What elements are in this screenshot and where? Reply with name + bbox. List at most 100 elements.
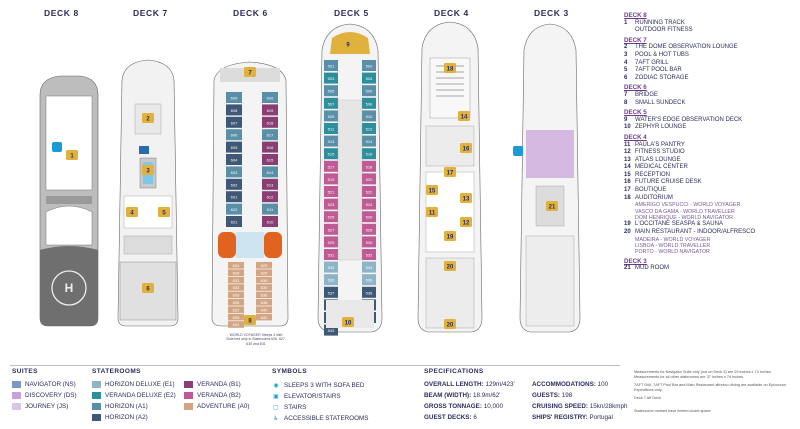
spec-value: 129m/423' bbox=[485, 381, 515, 388]
stateroom-label: 538 bbox=[366, 290, 373, 295]
stateroom-639 bbox=[228, 313, 244, 321]
swatch-label: HORIZON (A1) bbox=[105, 403, 148, 410]
key-symbol-item: ▣ELEVATOR/STAIRS bbox=[272, 392, 340, 400]
spec-item: GUESTS: 198 bbox=[532, 392, 572, 399]
swatch-label: VERANDA DELUXE (E2) bbox=[105, 392, 176, 399]
stateroom-620 bbox=[262, 92, 278, 103]
stateroom-518 bbox=[362, 160, 376, 172]
spec-item: OVERALL LENGTH: 129m/423' bbox=[424, 381, 515, 388]
area-marker-15: 15 bbox=[426, 185, 438, 195]
svg-text:6: 6 bbox=[146, 287, 150, 293]
legend-label: ZODIAC STORAGE bbox=[635, 74, 689, 81]
spec-key: BEAM (WIDTH): bbox=[424, 392, 473, 399]
swatch-label: NAVIGATOR (NS) bbox=[25, 381, 76, 388]
stateroom-514 bbox=[362, 135, 376, 147]
key-swatch-item: HORIZON (A2) bbox=[92, 414, 148, 421]
stateroom-637 bbox=[228, 306, 244, 313]
svg-text:8: 8 bbox=[248, 319, 252, 325]
stateroom-label: 601 bbox=[231, 195, 238, 200]
stateroom-520 bbox=[362, 173, 376, 185]
svg-text:17: 17 bbox=[447, 171, 454, 177]
legend-number: 2 bbox=[624, 44, 628, 51]
stateroom-531 bbox=[324, 249, 338, 260]
stateroom-610 bbox=[262, 216, 278, 227]
legend-number: 12 bbox=[624, 149, 631, 156]
color-swatch bbox=[92, 403, 101, 410]
stateroom-label: 605 bbox=[231, 145, 238, 150]
stateroom-label: 536 bbox=[366, 278, 373, 283]
color-swatch bbox=[184, 403, 193, 410]
stateroom-label: 634 bbox=[261, 285, 268, 290]
svg-text:13: 13 bbox=[463, 197, 470, 203]
stateroom-512 bbox=[362, 123, 376, 134]
key-swatch-item: ADVENTURE (A0) bbox=[184, 403, 249, 410]
svg-text:16: 16 bbox=[463, 147, 470, 153]
stateroom-641 bbox=[228, 321, 244, 328]
stateroom-label: 526 bbox=[366, 215, 373, 220]
svg-text:14: 14 bbox=[461, 115, 468, 121]
stateroom-517 bbox=[324, 160, 338, 172]
stateroom-617 bbox=[262, 129, 278, 141]
legend-label: RUNNING TRACK bbox=[635, 19, 685, 26]
stateroom-532 bbox=[362, 249, 376, 260]
stateroom-622 bbox=[226, 203, 242, 215]
stateroom-534 bbox=[362, 261, 376, 273]
stateroom-537 bbox=[324, 286, 338, 298]
color-swatch bbox=[92, 381, 101, 388]
stateroom-label: 537 bbox=[328, 290, 335, 295]
legend-label: OUTDOOR FITNESS bbox=[635, 27, 693, 34]
deck-6-title: DECK 6 bbox=[233, 8, 268, 18]
stateroom-533 bbox=[324, 261, 338, 273]
area-marker-10: 10 bbox=[342, 317, 354, 327]
legend-number: 13 bbox=[624, 156, 631, 163]
stateroom-label: 606 bbox=[231, 133, 238, 138]
stateroom-label: 610 bbox=[267, 220, 274, 225]
color-swatch bbox=[184, 381, 193, 388]
svg-text:12: 12 bbox=[463, 221, 470, 227]
svg-text:4: 4 bbox=[130, 211, 134, 217]
legend-label: AUDITORIUM bbox=[635, 194, 673, 201]
spec-key: GUEST DECKS: bbox=[424, 414, 474, 421]
stateroom-label: 509 bbox=[328, 114, 335, 119]
stateroom-516 bbox=[362, 148, 376, 160]
stateroom-label: 625 bbox=[261, 270, 268, 275]
spec-key: OVERALL LENGTH: bbox=[424, 381, 486, 388]
area-marker-21: 21 bbox=[546, 201, 558, 211]
suites-heading: SUITES bbox=[12, 368, 38, 375]
stateroom-633 bbox=[228, 291, 244, 299]
deck-8-plan: H bbox=[39, 75, 99, 327]
stateroom-642 bbox=[256, 313, 272, 321]
stateroom-label: 522 bbox=[366, 190, 373, 195]
spec-item: GUEST DECKS: 6 bbox=[424, 414, 477, 421]
spec-value: 198 bbox=[561, 392, 573, 399]
key-symbol-item: ♿ACCESSIBLE STATEROOMS bbox=[272, 414, 368, 422]
stateroom-label: 637 bbox=[233, 307, 240, 312]
stateroom-label: 633 bbox=[233, 293, 240, 298]
spec-item: ACCOMMODATIONS: 100 bbox=[532, 381, 608, 388]
deck-6-caption: WORLD VOYAGER Sleeps 3 with Sofa bed onl… bbox=[226, 333, 286, 346]
stateroom-538 bbox=[362, 286, 376, 298]
deck-3-plan bbox=[513, 23, 581, 333]
stateroom-621 bbox=[226, 216, 242, 227]
stateroom-label: 618 bbox=[267, 120, 274, 125]
stateroom-label: 514 bbox=[366, 139, 373, 144]
stateroom-label: 607 bbox=[231, 120, 238, 125]
svg-text:15: 15 bbox=[429, 189, 436, 195]
stateroom-label: 631 bbox=[233, 278, 240, 283]
legend-number: 18 bbox=[624, 194, 631, 201]
stateroom-label: 507 bbox=[328, 101, 335, 106]
stateroom-618 bbox=[262, 116, 278, 128]
stateroom-label: 502 bbox=[366, 64, 373, 69]
legend-number: 10 bbox=[624, 124, 631, 131]
